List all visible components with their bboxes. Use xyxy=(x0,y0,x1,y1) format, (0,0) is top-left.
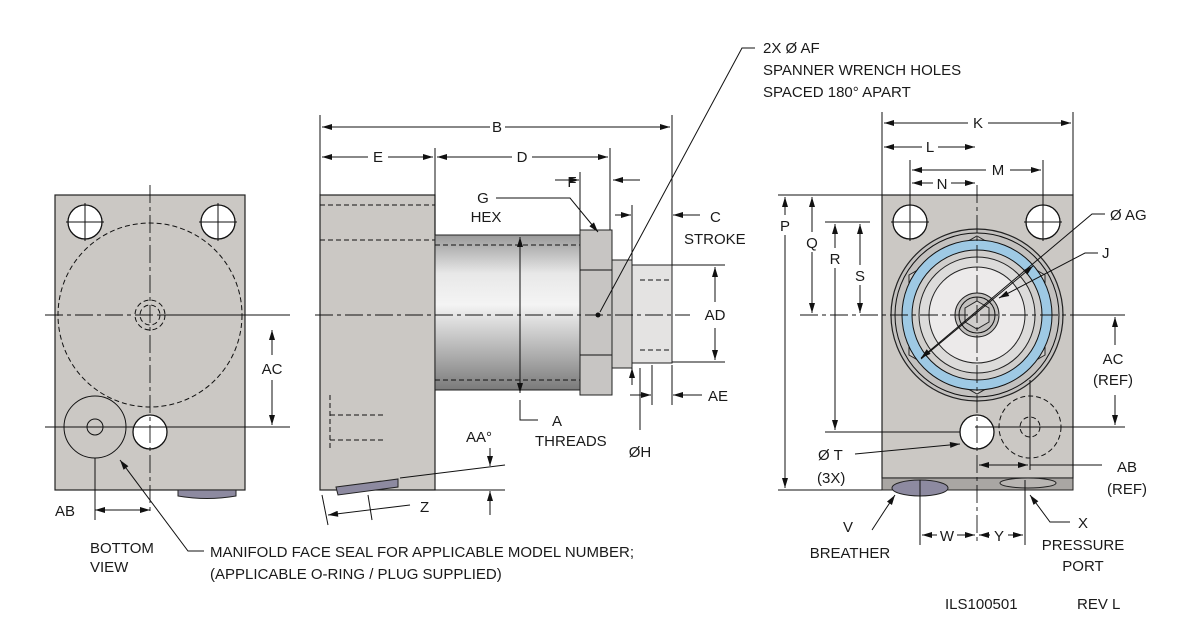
dim-t-label: Ø T xyxy=(818,447,843,464)
dim-ab-ref-label: AB xyxy=(1117,459,1137,476)
dim-ad-label: AD xyxy=(705,307,726,324)
dim-s-label: S xyxy=(855,268,865,285)
dim-a-label: A xyxy=(552,413,562,430)
dim-g-label: G xyxy=(477,190,489,207)
dim-h-label: ØH xyxy=(629,444,652,461)
pressure-port-label: PRESSURE xyxy=(1042,537,1125,554)
dim-ab-ref-label: (REF) xyxy=(1107,481,1147,498)
side-view: B E D F G HEX C STROKE AD AE xyxy=(315,115,746,526)
revision-label: REV L xyxy=(1077,596,1120,613)
drawing-number: ILS100501 xyxy=(945,596,1018,613)
dim-y-label: Y xyxy=(994,528,1004,545)
pressure-port-x-label: X xyxy=(1078,515,1088,532)
dim-c-label: C xyxy=(710,209,721,226)
breather-v-label: V xyxy=(843,519,853,536)
spanner-leader xyxy=(599,47,755,313)
spanner-note: SPANNER WRENCH HOLES xyxy=(763,62,961,79)
dim-ac-ref-label: AC xyxy=(1103,351,1124,368)
dim-ae-label: AE xyxy=(708,388,728,405)
view-title: VIEW xyxy=(90,559,129,576)
dim-z-label: Z xyxy=(420,499,429,516)
seal-note: (APPLICABLE O-RING / PLUG SUPPLIED) xyxy=(210,566,502,583)
dim-ac-label: AC xyxy=(262,361,283,378)
dim-ab-label: AB xyxy=(55,503,75,520)
dim-q-label: Q xyxy=(806,235,818,252)
seal-note: MANIFOLD FACE SEAL FOR APPLICABLE MODEL … xyxy=(210,544,634,561)
dim-ac-ref-label: (REF) xyxy=(1093,372,1133,389)
dim-g-hex-label: HEX xyxy=(471,209,502,226)
dim-p-label: P xyxy=(780,218,790,235)
dim-c-stroke-label: STROKE xyxy=(684,231,746,248)
spanner-note: SPACED 180° APART xyxy=(763,84,911,101)
dim-a-threads-label: THREADS xyxy=(535,433,607,450)
dim-j-label: J xyxy=(1102,245,1110,262)
dim-b-label: B xyxy=(492,119,502,136)
dim-t-count-label: (3X) xyxy=(817,470,845,487)
dim-n-label: N xyxy=(937,176,948,193)
dim-k-label: K xyxy=(973,115,983,132)
bottom-view: AC AB BOTTOM VIEW xyxy=(45,185,290,576)
dim-f-label: F xyxy=(567,174,576,191)
dim-aa-label: AA° xyxy=(466,429,492,446)
breather-label: BREATHER xyxy=(810,545,891,562)
view-title: BOTTOM xyxy=(90,540,154,557)
spanner-note: 2X Ø AF xyxy=(763,40,820,57)
dim-l-label: L xyxy=(926,139,934,156)
end-view: K L M N P Q R S Ø AG J AC (REF) xyxy=(778,112,1147,575)
dim-d-label: D xyxy=(517,149,528,166)
dim-m-label: M xyxy=(992,162,1005,179)
dim-r-label: R xyxy=(830,251,841,268)
dim-w-label: W xyxy=(940,528,955,545)
pressure-port-label: PORT xyxy=(1062,558,1103,575)
dim-ag-label: Ø AG xyxy=(1110,207,1147,224)
dim-e-label: E xyxy=(373,149,383,166)
